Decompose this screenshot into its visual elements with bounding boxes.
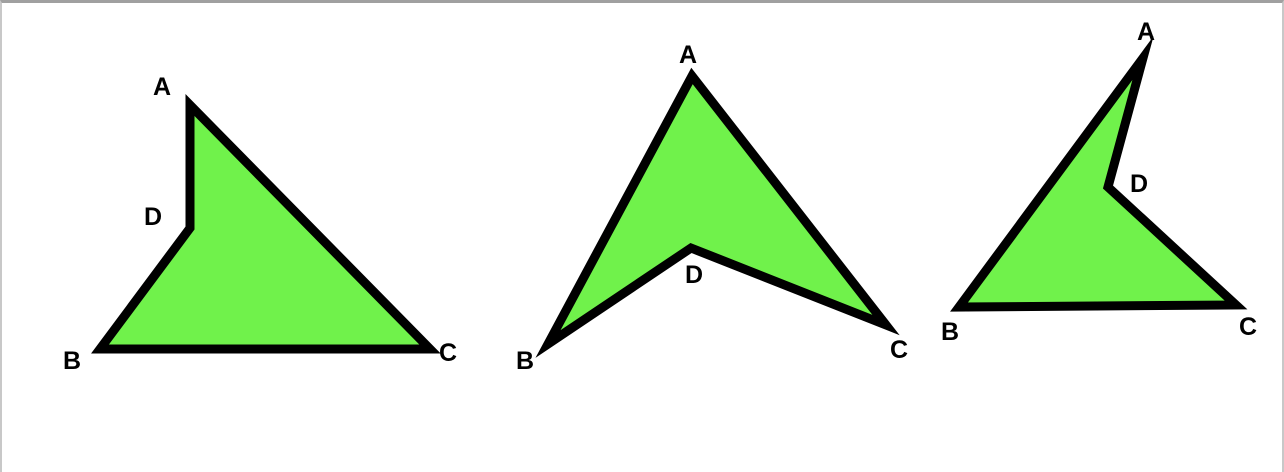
- quadrilaterals-figure: A D B C A D B C A D B C: [63, 18, 1257, 375]
- figure-1-label-d: D: [144, 203, 162, 231]
- figure-3-label-d: D: [1130, 170, 1148, 198]
- figure-3: A D B C: [941, 18, 1257, 346]
- figure-3-label-a: A: [1137, 18, 1155, 46]
- figure-1-label-a: A: [153, 73, 171, 101]
- figure-2-label-c: C: [890, 336, 908, 364]
- figure-2-label-b: B: [516, 347, 534, 375]
- figure-2-shape: [535, 67, 900, 358]
- figure-2: A D B C: [516, 41, 908, 375]
- figure-3-label-c: C: [1239, 313, 1257, 341]
- figure-3-label-b: B: [941, 318, 959, 346]
- figure-1-label-b: B: [63, 347, 81, 375]
- figure-3-shape: [950, 36, 1248, 312]
- figure-2-label-a: A: [679, 41, 697, 69]
- figure-1: A D B C: [63, 73, 457, 375]
- figure-1-shape: [91, 94, 441, 354]
- figure-2-label-d: D: [685, 261, 703, 289]
- figure-1-label-c: C: [439, 339, 457, 367]
